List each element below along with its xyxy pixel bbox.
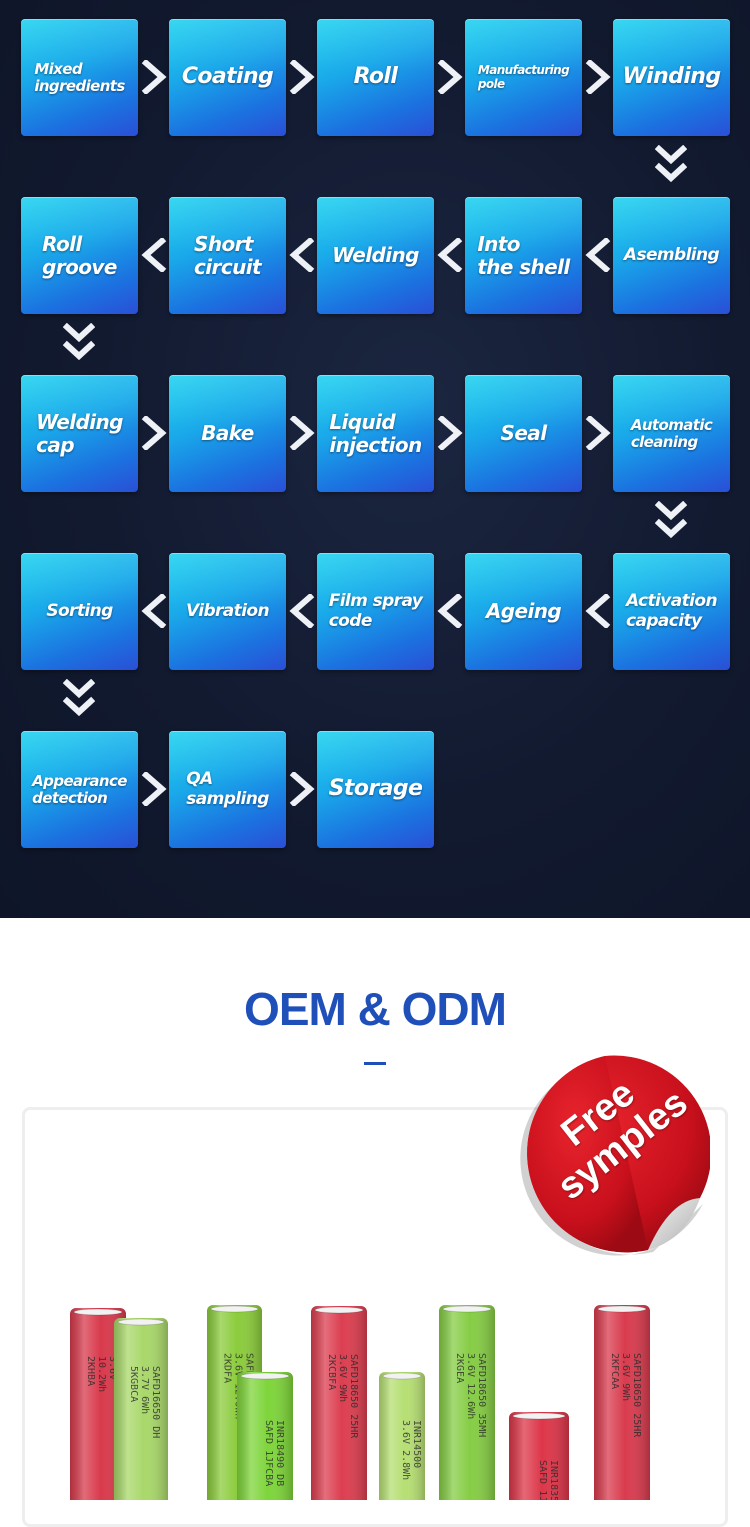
step-label: Manufacturing pole [477, 63, 570, 91]
free-samples-sticker [520, 1055, 710, 1256]
step-label: Asembling [623, 244, 720, 265]
step-manufacturing-pole: Manufacturing pole [465, 19, 582, 136]
step-label: Welding [332, 243, 419, 268]
chevron-right-icon [289, 772, 315, 806]
chevron-right-icon [437, 416, 463, 450]
step-activation-capacity: Activation capacity [613, 553, 730, 670]
step-label: Storage [328, 776, 423, 802]
step-label: Winding [622, 64, 722, 90]
step-vibration: Vibration [169, 553, 286, 670]
chevron-right-icon [289, 60, 315, 94]
step-appearance-detection: Appearance detection [21, 731, 138, 848]
step-winding: Winding [613, 19, 730, 136]
chevron-left-icon [585, 594, 611, 628]
chevron-right-icon [141, 772, 167, 806]
step-label: Roll groove [42, 232, 117, 279]
chevron-left-icon [141, 594, 167, 628]
step-bake: Bake [169, 375, 286, 492]
step-welding-cap: Welding cap [21, 375, 138, 492]
step-roll: Roll [317, 19, 434, 136]
step-label: Vibration [185, 600, 270, 621]
step-label: Seal [500, 421, 548, 446]
step-liquid-injection: Liquid injection [317, 375, 434, 492]
step-automatic-cleaning: Automatic cleaning [613, 375, 730, 492]
double-chevron-down-icon [655, 501, 687, 541]
step-mixed-ingredients: Mixed ingredients [21, 19, 138, 136]
step-label: Liquid injection [329, 410, 422, 457]
step-label: QA sampling [186, 769, 269, 809]
step-sorting: Sorting [21, 553, 138, 670]
double-chevron-down-icon [655, 145, 687, 185]
double-chevron-down-icon [63, 679, 95, 719]
step-qa-sampling: QA sampling [169, 731, 286, 848]
chevron-right-icon [585, 416, 611, 450]
step-roll-groove: Roll groove [21, 197, 138, 314]
step-storage: Storage [317, 731, 434, 848]
double-chevron-down-icon [63, 323, 95, 363]
step-label: Coating [181, 64, 274, 90]
step-coating: Coating [169, 19, 286, 136]
chevron-right-icon [289, 416, 315, 450]
step-label: Ageing [485, 599, 562, 624]
chevron-left-icon [141, 238, 167, 272]
step-welding: Welding [317, 197, 434, 314]
step-film-spray-code: Film spray code [317, 553, 434, 670]
step-label: Activation capacity [626, 591, 718, 631]
step-label: Roll [353, 64, 398, 90]
step-label: Appearance detection [32, 771, 127, 807]
step-label: Automatic cleaning [630, 415, 713, 451]
step-label: Mixed ingredients [34, 59, 125, 95]
step-seal: Seal [465, 375, 582, 492]
step-ageing: Ageing [465, 553, 582, 670]
step-asembling: Asembling [613, 197, 730, 314]
chevron-right-icon [437, 60, 463, 94]
step-label: Film spray code [328, 591, 423, 631]
step-label: Into the shell [477, 232, 570, 279]
step-label: Short circuit [194, 232, 261, 279]
step-label: Sorting [46, 600, 113, 621]
chevron-left-icon [585, 238, 611, 272]
step-label: Bake [201, 421, 254, 446]
step-short-circuit: Short circuit [169, 197, 286, 314]
process-flow-section: Mixed ingredients Coating Roll Manufactu… [0, 0, 750, 918]
chevron-left-icon [437, 238, 463, 272]
chevron-right-icon [141, 60, 167, 94]
step-label: Welding cap [36, 410, 123, 457]
chevron-left-icon [289, 238, 315, 272]
chevron-right-icon [141, 416, 167, 450]
section-title: OEM & ODM [244, 983, 507, 1035]
title-underline [364, 1062, 386, 1065]
chevron-left-icon [289, 594, 315, 628]
step-into-the-shell: Into the shell [465, 197, 582, 314]
chevron-left-icon [437, 594, 463, 628]
chevron-right-icon [585, 60, 611, 94]
